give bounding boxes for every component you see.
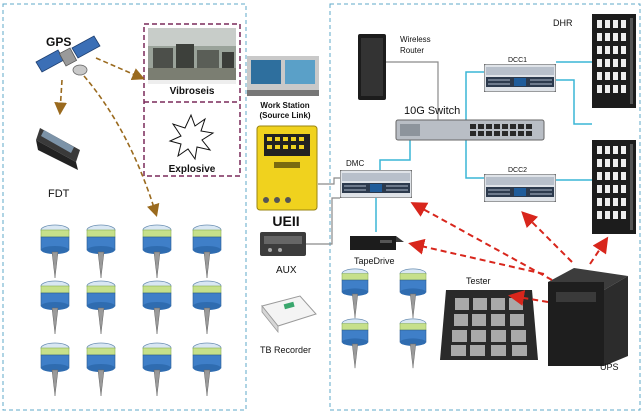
gps-arrow-fdt (54, 79, 67, 116)
left-panel-border (2, 3, 247, 411)
dmc-server-icon (340, 170, 412, 198)
tb-recorder-label: TB Recorder (260, 345, 311, 355)
fdt-handheld-icon (36, 128, 80, 170)
link-ueii-dmc (318, 177, 340, 185)
dcc2-server-icon (484, 174, 556, 202)
tapedrive-label: TapeDrive (354, 256, 395, 266)
explosion-icon (168, 113, 215, 161)
gps-satellite-icon (35, 35, 101, 76)
wireless-router-label-line1: Wireless (400, 35, 431, 44)
power-arrow-tapedrive (408, 238, 545, 275)
gps-label: GPS (46, 35, 71, 49)
field-node-icon (341, 318, 369, 369)
aux-label: AUX (276, 265, 297, 276)
switch-icon (395, 119, 545, 141)
link-dcc1-dhr-b (556, 79, 592, 125)
dcc1-server-icon (484, 64, 556, 92)
field-node-icon (40, 224, 70, 279)
link-router-switch (386, 61, 439, 120)
field-node-icon (40, 342, 70, 397)
gps-arrow-vibroseis (95, 57, 145, 81)
dhr-rack-icon (592, 140, 636, 234)
tapedrive-icon (350, 236, 404, 250)
field-node-icon (399, 318, 427, 369)
field-node-icon (341, 268, 369, 319)
gps-arrow-nodes (83, 75, 160, 218)
field-node-icon (192, 280, 222, 335)
field-node-icon (192, 224, 222, 279)
switch-label: 10G Switch (404, 105, 460, 117)
field-node-icon (192, 342, 222, 397)
dcc1-label: DCC1 (508, 57, 527, 64)
link-dcc1-switch (465, 71, 484, 120)
link-switch-dcc2 (465, 140, 484, 179)
explosive-label: Explosive (169, 164, 216, 175)
power-arrow-dcc2 (521, 211, 573, 263)
tester-label: Tester (466, 276, 491, 286)
tester-icon (440, 290, 538, 360)
ueii-label: UEII (272, 213, 299, 229)
dmc-label: DMC (346, 159, 364, 168)
vibroseis-label: Vibroseis (170, 86, 215, 97)
power-arrow-dmc (410, 202, 553, 281)
field-nodes-left (40, 224, 222, 397)
source-box (143, 23, 241, 177)
workstation-label-line2: (Source Link) (259, 111, 310, 120)
vibroseis-photo-icon (148, 28, 236, 84)
link-switch-dmc (379, 140, 411, 170)
power-arrow-dhr (589, 236, 609, 265)
dhr-label: DHR (553, 18, 573, 28)
dhr-rack-icon (592, 14, 636, 108)
field-node-icon (142, 280, 172, 335)
right-panel-border (329, 3, 641, 411)
field-node-icon (142, 224, 172, 279)
wireless-router-label-line2: Router (400, 46, 424, 55)
fdt-label: FDT (48, 188, 70, 200)
field-node-icon (399, 268, 427, 319)
workstation-icon (247, 56, 319, 96)
field-nodes-right (341, 268, 427, 369)
wireless-router-icon (358, 34, 386, 100)
tb-recorder-icon (261, 295, 317, 334)
ups-label: UPS (600, 362, 619, 372)
field-node-icon (86, 280, 116, 335)
link-aux-dmc (306, 197, 340, 245)
power-arrow-tester (508, 290, 549, 306)
dcc2-label: DCC2 (508, 167, 527, 174)
field-node-icon (86, 342, 116, 397)
ups-icon (548, 268, 628, 366)
aux-unit-icon (260, 232, 306, 256)
ueii-unit-icon (256, 125, 318, 211)
field-node-icon (142, 342, 172, 397)
field-node-icon (86, 224, 116, 279)
workstation-label-line1: Work Station (260, 101, 309, 110)
field-node-icon (40, 280, 70, 335)
